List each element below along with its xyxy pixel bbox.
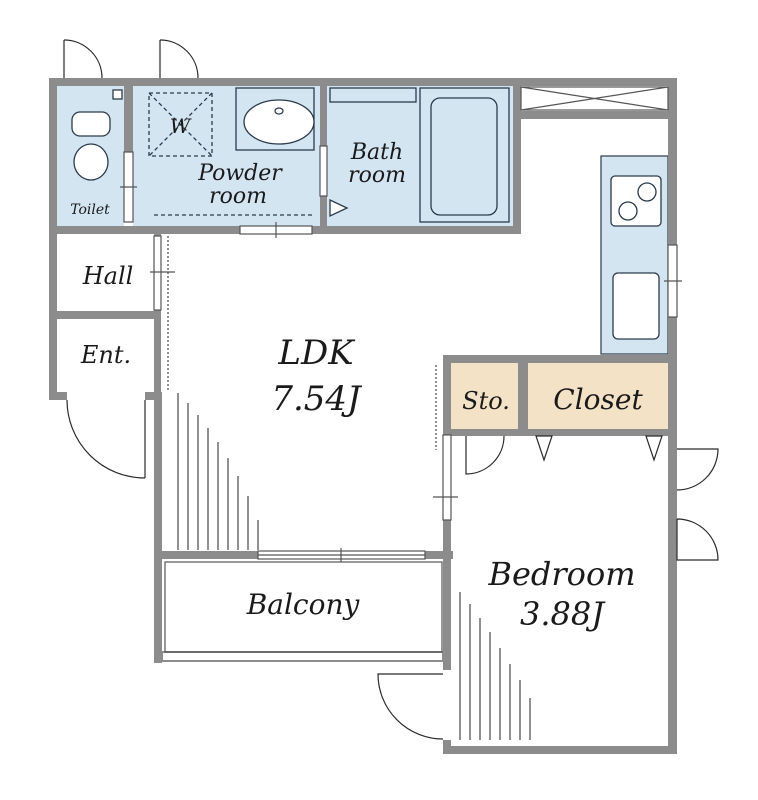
window-hall bbox=[153, 235, 162, 311]
powder-room-label-1: Powder bbox=[197, 161, 283, 186]
ldk-size-label: 7.54J bbox=[271, 379, 363, 419]
balcony-left bbox=[154, 559, 162, 663]
wall-left bbox=[49, 78, 57, 400]
wall-right bbox=[668, 78, 677, 754]
closet-triangle-2 bbox=[645, 435, 663, 462]
bath-room-label-1: Bath bbox=[350, 140, 403, 165]
window-bedroom-left bbox=[442, 434, 452, 521]
room-fills bbox=[57, 86, 669, 429]
wall-top bbox=[49, 78, 677, 86]
wall-bath-right bbox=[513, 86, 521, 234]
wall-sto-closet bbox=[518, 363, 528, 433]
wall-bedroom-left bbox=[443, 355, 451, 435]
kitchen-sink bbox=[612, 272, 660, 340]
wall-closet-top bbox=[443, 355, 677, 363]
balcony-rail bbox=[161, 651, 444, 662]
balcony-inner bbox=[164, 561, 443, 653]
closet-triangle-1 bbox=[535, 435, 553, 462]
washer-pan bbox=[148, 92, 213, 157]
bathtub-inner bbox=[430, 97, 498, 216]
stove bbox=[610, 175, 662, 227]
door-right-2 bbox=[676, 518, 719, 561]
toilet-bowl bbox=[73, 143, 109, 181]
wall-ldk-left bbox=[154, 392, 162, 662]
wall-closet-bottom bbox=[451, 429, 668, 436]
washer-diag-2 bbox=[148, 92, 213, 157]
door-entrance-swing bbox=[66, 399, 146, 479]
wall-hall-ent bbox=[57, 311, 157, 319]
wall-ent-bottom-right bbox=[145, 392, 161, 400]
door-right-1 bbox=[676, 448, 719, 491]
bath-door-triangle bbox=[329, 198, 349, 218]
powder-room-label-2: room bbox=[209, 184, 267, 209]
storage-floor bbox=[451, 363, 518, 429]
window-top-band-cross-2 bbox=[520, 86, 669, 111]
wall-bedroom-left-low bbox=[443, 520, 451, 670]
floor-hatch bbox=[167, 236, 531, 740]
door-toilet-swing bbox=[63, 39, 103, 79]
bedroom-size-label: 3.88J bbox=[520, 595, 606, 633]
bedroom-name-label: Bedroom bbox=[487, 555, 635, 593]
wall-ent-bottom bbox=[49, 392, 67, 400]
toilet-label: Toilet bbox=[70, 202, 110, 218]
door-storage-swing bbox=[465, 435, 505, 475]
fixtures bbox=[71, 87, 662, 340]
hall-label: Hall bbox=[82, 262, 134, 290]
bath-room-label-2: room bbox=[348, 163, 406, 188]
storage-label: Sto. bbox=[462, 387, 510, 415]
bath-wall-line bbox=[329, 87, 417, 103]
stove-burner-2 bbox=[618, 201, 638, 221]
door-powder-swing bbox=[159, 39, 199, 79]
windows bbox=[120, 86, 682, 562]
wall-ldk-bottom-l bbox=[154, 551, 258, 559]
window-bath bbox=[319, 145, 328, 197]
vanity-basin bbox=[243, 99, 315, 145]
wall-hall-right bbox=[154, 234, 161, 394]
wall-bedroom-bottom bbox=[443, 746, 677, 754]
wall-window-band bbox=[513, 111, 677, 119]
vanity-drain bbox=[274, 107, 284, 115]
toilet-vent bbox=[112, 89, 123, 100]
doors bbox=[63, 39, 719, 740]
washer-label: W bbox=[170, 114, 192, 138]
wall-powder-bath bbox=[320, 86, 327, 146]
door-bedroom-swing bbox=[377, 673, 444, 740]
wall-powder-bath-low bbox=[320, 196, 327, 226]
balcony-label: Balcony bbox=[246, 588, 361, 621]
room-labels: Toilet W Powder room Bath room Hall Ent.… bbox=[70, 114, 643, 633]
toilet-tank bbox=[71, 111, 111, 137]
ldk-name-label: LDK bbox=[277, 333, 356, 373]
closet-label: Closet bbox=[553, 383, 643, 416]
closet-floor bbox=[528, 363, 668, 429]
entrance-label: Ent. bbox=[80, 341, 131, 369]
wall-toilet-powder bbox=[124, 86, 133, 152]
stove-burner-1 bbox=[637, 182, 657, 202]
wall-ldk-bottom-r bbox=[425, 551, 453, 559]
